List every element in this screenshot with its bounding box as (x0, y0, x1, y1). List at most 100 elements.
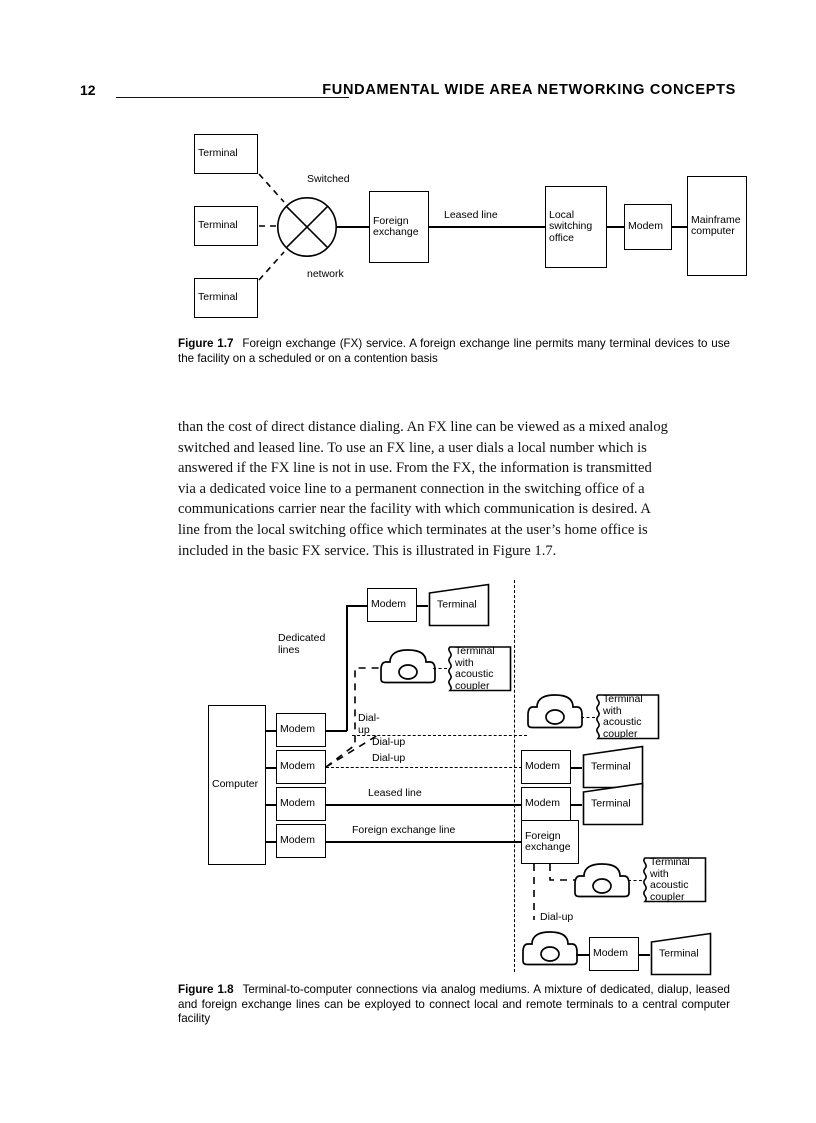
fig18-modem-left-4-label: Modem (280, 834, 316, 847)
fig18-stub-4 (265, 841, 277, 843)
body-line: via a dedicated voice line to a permanen… (178, 480, 645, 497)
fig18-computer-label: Computer (212, 778, 259, 791)
fig18-dialup-near-route (325, 667, 383, 768)
fig18-modem-right-1-label: Modem (525, 760, 561, 773)
body-line: included in the basic FX service. This i… (178, 542, 557, 559)
body-line: line from the local switching office whi… (178, 521, 648, 538)
fig17-terminal-3: Terminal (194, 278, 258, 318)
fig18-dedicated-seg-b (346, 605, 348, 731)
fig17-foreign-exchange-label: Foreign exchange (373, 214, 419, 238)
fig18-leased-line-label: Leased line (368, 787, 422, 799)
fig17-terminal-1: Terminal (194, 134, 258, 174)
fig18-modem-left-2-label: Modem (280, 760, 316, 773)
fig18-modem-left-2: Modem (276, 750, 326, 784)
fig18-modem-top-label: Modem (371, 598, 407, 611)
fig18-modem-bottom-label: Modem (593, 947, 629, 960)
fig18-local-remote-divider (514, 580, 515, 972)
fig17-dashed-links (258, 173, 285, 281)
fig18-stub-1 (265, 730, 277, 732)
fig18-modem-bottom: Modem (589, 937, 639, 971)
fig18-modem-left-3-label: Modem (280, 797, 316, 810)
fig18-foreign-exchange: Foreign exchange (521, 820, 579, 864)
fig18-modem-right-1: Modem (521, 750, 571, 784)
fig18-phone-near (380, 648, 436, 689)
figure-1-8: Computer Modem Modem Modem Modem Dedicat… (200, 575, 720, 976)
fig18-fx-branches (533, 864, 575, 920)
fig18-terminal-top-label: Terminal (437, 598, 477, 611)
fig18-modem-left-1-label: Modem (280, 723, 316, 736)
fig18-link-top-modem-terminal (416, 605, 428, 607)
fig18-dial-up-label-2: Dial-up (372, 736, 406, 748)
fig18-terminal-right-1-label: Terminal (591, 760, 631, 773)
fig17-switched-label: Switched (307, 173, 350, 185)
fig18-acoustic-near-link (433, 668, 447, 669)
body-line: communications carrier near the facility… (178, 501, 651, 518)
fig17-modem-label: Modem (628, 220, 664, 233)
fig18-terminal-acoustic-bottom-label: Terminal with acoustic coupler (650, 856, 690, 903)
fig17-terminal-3-label: Terminal (198, 291, 238, 304)
fig18-foreign-exchange-line-label: Foreign exchange line (352, 824, 456, 836)
fig18-dialup-line-3 (326, 767, 522, 768)
fig18-modem-right-2-label: Modem (525, 797, 561, 810)
fig18-dial-up-label-3: Dial-up (372, 752, 406, 764)
fig18-leased-line (325, 804, 522, 806)
fig18-modem-left-3: Modem (276, 787, 326, 821)
fig18-acoustic-bottom-link (628, 880, 642, 881)
fig18-dedicated-lines-label: Dedicated lines (278, 632, 326, 656)
fig17-leased-line (428, 226, 546, 228)
page-number: 12 (80, 82, 96, 98)
fig18-terminal-right-2: Terminal (582, 782, 644, 826)
fig18-dedicated-seg-c (346, 605, 368, 607)
fig18-link-bottom-modem-terminal (638, 954, 650, 956)
fig18-terminal-acoustic-right: Terminal with acoustic coupler (590, 693, 660, 741)
fig18-modem-left-4: Modem (276, 824, 326, 858)
body-line: switched and leased line. To use an FX l… (178, 439, 647, 456)
figure-1-7: Terminal Terminal Terminal Switched netw… (190, 130, 747, 320)
fig17-link-modem-mainframe (671, 226, 688, 228)
fig18-dial-up-bottom-label: Dial-up (540, 911, 574, 923)
fig18-acoustic-remote-link (581, 717, 595, 718)
fig18-dedicated-seg-a (325, 730, 347, 732)
fig17-terminal-2: Terminal (194, 206, 258, 246)
fig18-terminal-top: Terminal (428, 583, 490, 627)
fig18-phone-fx (574, 862, 630, 903)
fig18-dial-up-label-1: Dial- up (358, 712, 380, 736)
figure-1-7-caption-number: Figure 1.7 (178, 337, 234, 350)
fig18-computer: Computer (208, 705, 266, 865)
fig17-link-switch-fx (337, 226, 370, 228)
fig17-leased-line-label: Leased line (444, 209, 498, 221)
fig18-terminal-bottom-label: Terminal (659, 947, 699, 960)
fig17-foreign-exchange: Foreign exchange (369, 191, 429, 263)
fig18-link-bottom-phone-modem (576, 954, 590, 956)
fig18-terminal-acoustic-near-label: Terminal with acoustic coupler (455, 645, 495, 692)
fig18-terminal-acoustic-near: Terminal with acoustic coupler (442, 645, 512, 693)
fig18-dialup-remote-line (352, 735, 527, 736)
fig18-modem-left-1: Modem (276, 713, 326, 747)
fig18-phone-remote (527, 693, 583, 734)
fig18-phone-bottom (522, 930, 578, 971)
fig17-local-switching-office-label: Local switching office (549, 208, 593, 244)
fig18-foreign-exchange-line (325, 841, 522, 843)
fig18-modem-top: Modem (367, 588, 417, 622)
fig17-modem: Modem (624, 204, 672, 250)
figure-1-8-caption-number: Figure 1.8 (178, 983, 234, 996)
fig18-link-right2 (570, 804, 582, 806)
fig18-terminal-acoustic-right-label: Terminal with acoustic coupler (603, 693, 643, 740)
fig17-local-switching-office: Local switching office (545, 186, 607, 268)
fig18-stub-2 (265, 767, 277, 769)
fig18-stub-3 (265, 804, 277, 806)
fig17-terminal-1-label: Terminal (198, 147, 238, 160)
figure-1-8-caption-text: Terminal-to-computer connections via ana… (178, 983, 730, 1026)
fig18-link-right1 (570, 767, 582, 769)
body-line: answered if the FX line is not in use. F… (178, 460, 652, 477)
fig17-network-label: network (307, 268, 344, 280)
fig17-switched-network-icon (276, 196, 338, 258)
figure-1-7-caption-text: Foreign exchange (FX) service. A foreign… (178, 337, 731, 365)
header-rule (116, 97, 349, 98)
body-line: than the cost of direct distance dialing… (178, 419, 668, 435)
running-head: 12 FUNDAMENTAL WIDE AREA NETWORKING CONC… (80, 82, 736, 104)
fig18-terminal-bottom: Terminal (650, 932, 712, 976)
fig17-terminal-2-label: Terminal (198, 219, 238, 232)
